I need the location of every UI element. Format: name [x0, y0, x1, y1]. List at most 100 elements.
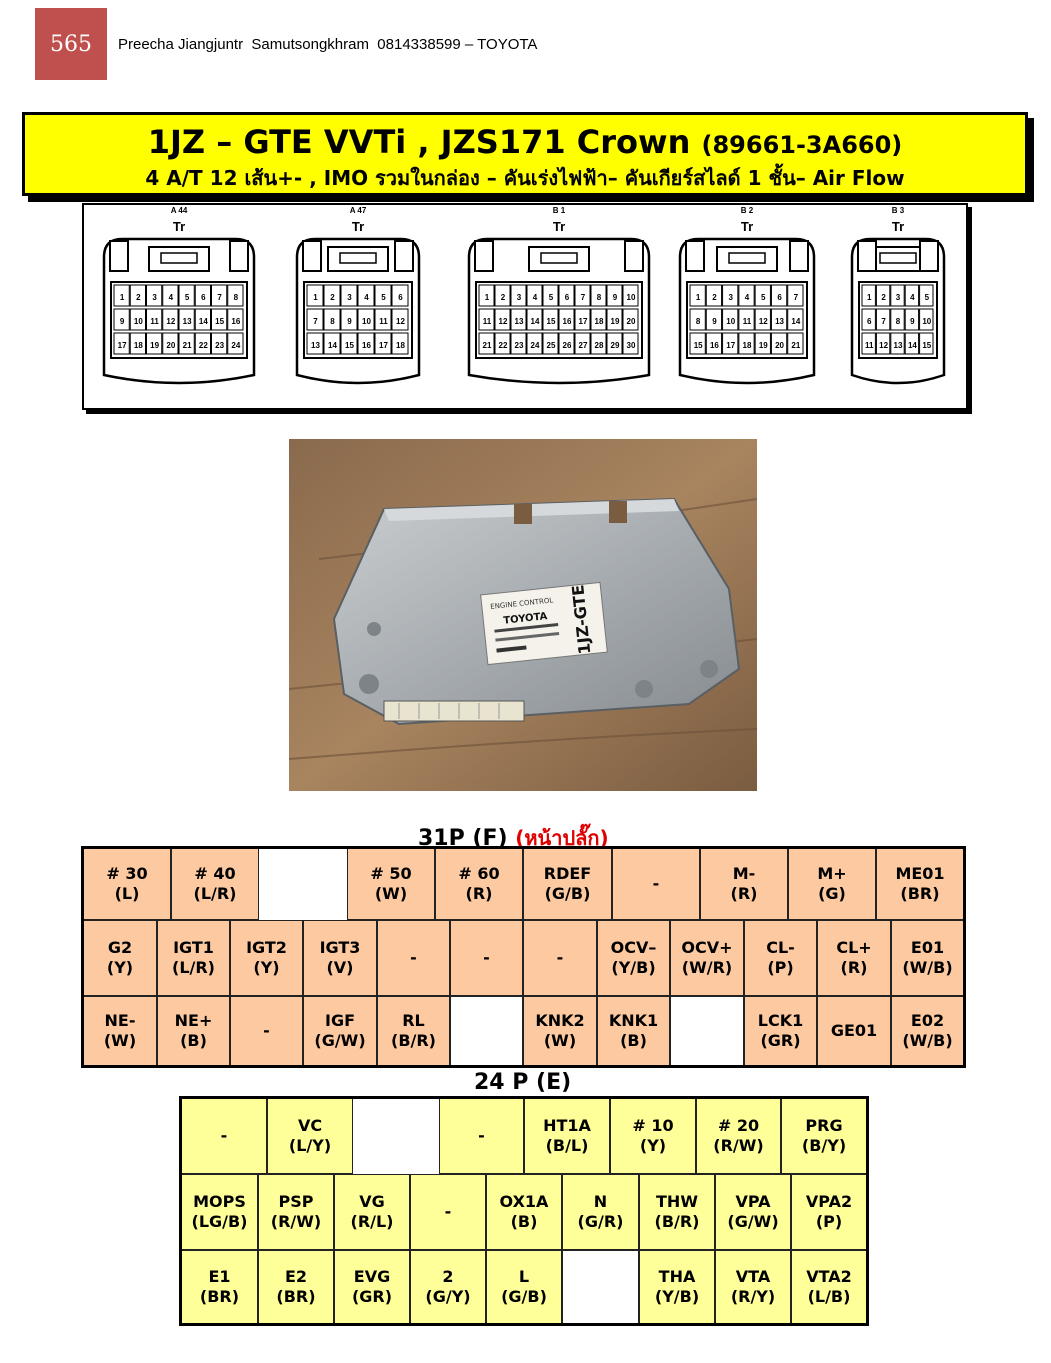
pin-wire-color: (GR) — [760, 1031, 801, 1050]
title-main: 1JZ – GTE VVTi , JZS171 Crown — [147, 123, 691, 161]
pin-wire-color: (G/W) — [314, 1031, 366, 1050]
pin-signal-name: L — [518, 1267, 530, 1286]
pin-wire-color: (L/B) — [807, 1287, 851, 1306]
pin-signal-name: VPA2 — [805, 1192, 853, 1211]
connector-pin-number: 14 — [791, 317, 800, 326]
pin-wire-color: (L/R) — [172, 958, 215, 977]
pin-wire-color: (BR) — [276, 1287, 316, 1306]
pin-cell: M-(R) — [700, 848, 788, 920]
connector-pin-number: 23 — [515, 341, 524, 350]
pin-cell: - — [612, 848, 700, 920]
pin-signal-name: 2 — [442, 1267, 454, 1286]
connector-pin-number: 1 — [696, 293, 701, 302]
pin-signal-name: - — [263, 1021, 270, 1040]
pin-cell: N(G/R) — [562, 1174, 639, 1250]
connector-pin-number: 29 — [611, 341, 620, 350]
pin-signal-name: HT1A — [543, 1116, 591, 1135]
connector-pin-number: 9 — [910, 317, 915, 326]
pin-wire-color: (B/L) — [545, 1136, 589, 1155]
connector-id-label: B 3 — [892, 206, 905, 215]
connector-pin-number: 12 — [759, 317, 768, 326]
pin-wire-color: (B/R) — [391, 1031, 436, 1050]
connector-pin-number: 11 — [865, 341, 874, 350]
connector-pin-number: 24 — [231, 341, 240, 350]
pin-signal-name: # 60 — [458, 864, 500, 883]
pin-cell: KNK1(B) — [597, 996, 670, 1066]
connector-pin-number: 11 — [483, 317, 492, 326]
connector-pin-number: 1 — [120, 293, 125, 302]
connector-pin-number: 4 — [745, 293, 750, 302]
connector-pin-number: 18 — [743, 341, 752, 350]
connector-pin-number: 18 — [595, 317, 604, 326]
title-line-2: 4 A/T 12 เส้น+- , IMO รวมในกล่อง – คันเร… — [145, 166, 905, 190]
pin-cell — [562, 1250, 639, 1324]
pin-signal-name: PSP — [278, 1192, 314, 1211]
pin-signal-name: - — [483, 948, 490, 967]
connector-id-label: B 2 — [741, 206, 754, 215]
connector-pin-number: 6 — [867, 317, 872, 326]
connector-pin-number: 7 — [581, 293, 586, 302]
pin-wire-color: (W/B) — [902, 1031, 953, 1050]
connector-pin-number: 3 — [517, 293, 522, 302]
pin-wire-color: (R) — [730, 884, 758, 903]
pin-cell: VPA2(P) — [791, 1174, 867, 1250]
pin-cell: # 10(Y) — [610, 1098, 696, 1174]
pin-wire-color: (B/Y) — [801, 1136, 847, 1155]
pin-wire-color: (GR) — [351, 1287, 393, 1306]
pin-cell: VTA2(L/B) — [791, 1250, 867, 1324]
connector-pin-number: 7 — [881, 317, 886, 326]
pin-signal-name: VG — [359, 1192, 385, 1211]
connector-pin-number: 16 — [362, 341, 371, 350]
connector-tr-label: Tr — [892, 219, 904, 234]
connector-pin-number: 6 — [398, 293, 403, 302]
pin-signal-name: EVG — [353, 1267, 391, 1286]
connector-pin-number: 2 — [881, 293, 886, 302]
pin-signal-name: RL — [402, 1011, 425, 1030]
page-number: 565 — [50, 31, 92, 57]
pin-cell: G2(Y) — [83, 920, 157, 996]
pin-cell: KNK2(W) — [523, 996, 597, 1066]
pin-cell: PSP(R/W) — [258, 1174, 334, 1250]
connector-pin-number: 10 — [362, 317, 371, 326]
connector-pin-number: 14 — [328, 341, 337, 350]
connector-pin-number: 21 — [791, 341, 800, 350]
connector-pin-number: 1 — [867, 293, 872, 302]
pin-wire-color: (G/R) — [577, 1212, 624, 1231]
pin-wire-color: (B) — [510, 1212, 538, 1231]
pin-cell: # 20(R/W) — [696, 1098, 781, 1174]
connector-pin-number: 13 — [775, 317, 784, 326]
connector-pin-number: 5 — [925, 293, 930, 302]
pin-cell: E2(BR) — [258, 1250, 334, 1324]
connector-pin-number: 2 — [712, 293, 717, 302]
pin-wire-color: (R) — [840, 958, 868, 977]
pin-wire-color: (L) — [114, 884, 140, 903]
connector-pin-number: 14 — [199, 317, 208, 326]
connector-pin-number: 28 — [595, 341, 604, 350]
connector-pin-number: 9 — [712, 317, 717, 326]
pin-signal-name: KNK2 — [535, 1011, 585, 1030]
pin-cell: - — [410, 1174, 486, 1250]
pin-signal-name: - — [652, 874, 660, 893]
connector-pin-number: 22 — [199, 341, 208, 350]
connector-pin-number: 3 — [728, 293, 733, 302]
pin-wire-color: (G/Y) — [425, 1287, 471, 1306]
pin-signal-name: M+ — [817, 864, 847, 883]
pin-signal-name: OCV– — [610, 938, 657, 957]
connector-pin-number: 15 — [345, 341, 354, 350]
pin-signal-name: - — [478, 1126, 485, 1145]
pin-signal-name: MOPS — [193, 1192, 246, 1211]
connector-tr-label: Tr — [741, 219, 753, 234]
pin-signal-name: IGF — [324, 1011, 355, 1030]
pin-cell: # 50(W) — [347, 848, 435, 920]
connector-pin-number: 10 — [726, 317, 735, 326]
connector-pin-number: 12 — [499, 317, 508, 326]
connector-pin-number: 21 — [183, 341, 192, 350]
pin-cell: NE+(B) — [157, 996, 230, 1066]
pin-wire-color: (Y) — [639, 1136, 667, 1155]
connector-pin-number: 11 — [379, 317, 388, 326]
connector-pin-number: 13 — [311, 341, 320, 350]
pin-cell: OX1A(B) — [486, 1174, 562, 1250]
pin-cell: VPA(G/W) — [715, 1174, 791, 1250]
pin-cell: VG(R/L) — [334, 1174, 410, 1250]
